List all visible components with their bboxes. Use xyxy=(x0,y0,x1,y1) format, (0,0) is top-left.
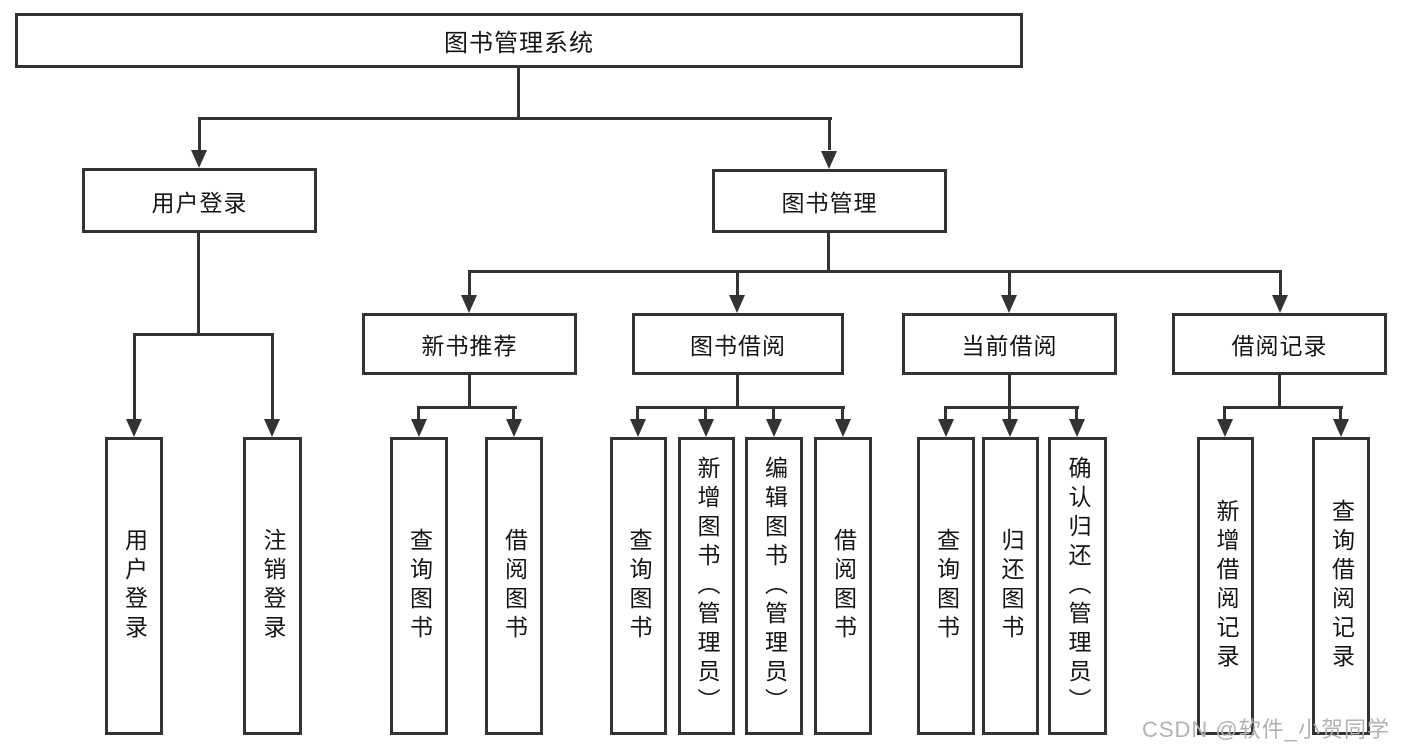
arrow-down-icon xyxy=(1272,295,1288,313)
connector-vline xyxy=(133,333,136,419)
connector-vline xyxy=(736,375,739,409)
connector-vline xyxy=(197,233,200,336)
connector-vline xyxy=(468,270,471,295)
connector-vline xyxy=(944,406,947,419)
leaf-add-book-admin: 新增图书（管理员） xyxy=(678,437,735,735)
arrow-down-icon xyxy=(191,150,207,168)
connector-vline xyxy=(271,333,274,419)
arrow-down-icon xyxy=(1001,295,1017,313)
arrow-down-icon xyxy=(835,419,851,437)
connector-hline xyxy=(198,117,832,120)
arrow-down-icon xyxy=(126,419,142,437)
leaf-return-books: 归还图书 xyxy=(982,437,1039,735)
connector-vline xyxy=(417,406,420,419)
arrow-down-icon xyxy=(698,419,714,437)
arrow-down-icon xyxy=(821,151,837,169)
connector-vline xyxy=(772,406,775,419)
node-book-management: 图书管理 xyxy=(712,169,947,233)
leaf-confirm-return-admin: 确认归还（管理员） xyxy=(1048,437,1107,735)
leaf-query-books-borrowing: 查询图书 xyxy=(610,437,667,735)
connector-hline xyxy=(468,270,1282,273)
leaf-user-login: 用户登录 xyxy=(105,437,163,735)
connector-vline xyxy=(636,406,639,419)
node-book-borrowing: 图书借阅 xyxy=(632,313,844,375)
connector-vline xyxy=(1075,406,1078,419)
leaf-borrow-books-borrowing: 借阅图书 xyxy=(814,437,872,735)
connector-hline xyxy=(636,406,845,409)
connector-vline xyxy=(736,270,739,295)
node-borrowing-records: 借阅记录 xyxy=(1172,313,1387,375)
arrow-down-icon xyxy=(729,295,745,313)
node-library-management-system: 图书管理系统 xyxy=(15,13,1023,68)
leaf-query-books-current: 查询图书 xyxy=(917,437,975,735)
node-user-login: 用户登录 xyxy=(82,168,317,233)
arrow-down-icon xyxy=(264,419,280,437)
arrow-down-icon xyxy=(506,419,522,437)
arrow-down-icon xyxy=(461,295,477,313)
connector-vline xyxy=(1278,375,1281,409)
leaf-query-books-recommend: 查询图书 xyxy=(390,437,448,735)
csdn-watermark: CSDN @软件_小贺同学 xyxy=(1141,717,1390,742)
connector-vline xyxy=(1008,270,1011,295)
connector-vline xyxy=(198,117,201,150)
arrow-down-icon xyxy=(411,419,427,437)
arrow-down-icon xyxy=(1217,419,1233,437)
connector-vline xyxy=(512,406,515,419)
connector-hline xyxy=(418,406,517,409)
arrow-down-icon xyxy=(1333,419,1349,437)
connector-hline xyxy=(133,333,274,336)
connector-hline xyxy=(944,406,1079,409)
connector-vline xyxy=(1008,375,1011,409)
arrow-down-icon xyxy=(766,419,782,437)
arrow-down-icon xyxy=(630,419,646,437)
connector-vline xyxy=(1339,406,1342,419)
arrow-down-icon xyxy=(938,419,954,437)
leaf-edit-book-admin: 编辑图书（管理员） xyxy=(745,437,803,735)
connector-vline xyxy=(468,375,471,409)
connector-vline xyxy=(704,406,707,419)
connector-vline xyxy=(517,66,520,120)
connector-vline xyxy=(1008,406,1011,419)
arrow-down-icon xyxy=(1069,419,1085,437)
connector-hline xyxy=(1223,406,1343,409)
leaf-query-borrow-record: 查询借阅记录 xyxy=(1312,437,1370,735)
connector-vline xyxy=(828,117,831,150)
node-current-borrowing: 当前借阅 xyxy=(902,313,1117,375)
node-new-book-recommend: 新书推荐 xyxy=(362,313,577,375)
connector-vline xyxy=(841,406,844,419)
connector-vline xyxy=(1223,406,1226,419)
arrow-down-icon xyxy=(1002,419,1018,437)
leaf-borrow-books-recommend: 借阅图书 xyxy=(485,437,543,735)
connector-vline xyxy=(1279,270,1282,295)
leaf-add-borrow-record: 新增借阅记录 xyxy=(1197,437,1254,735)
leaf-logout: 注销登录 xyxy=(243,437,302,735)
connector-vline xyxy=(827,232,830,273)
